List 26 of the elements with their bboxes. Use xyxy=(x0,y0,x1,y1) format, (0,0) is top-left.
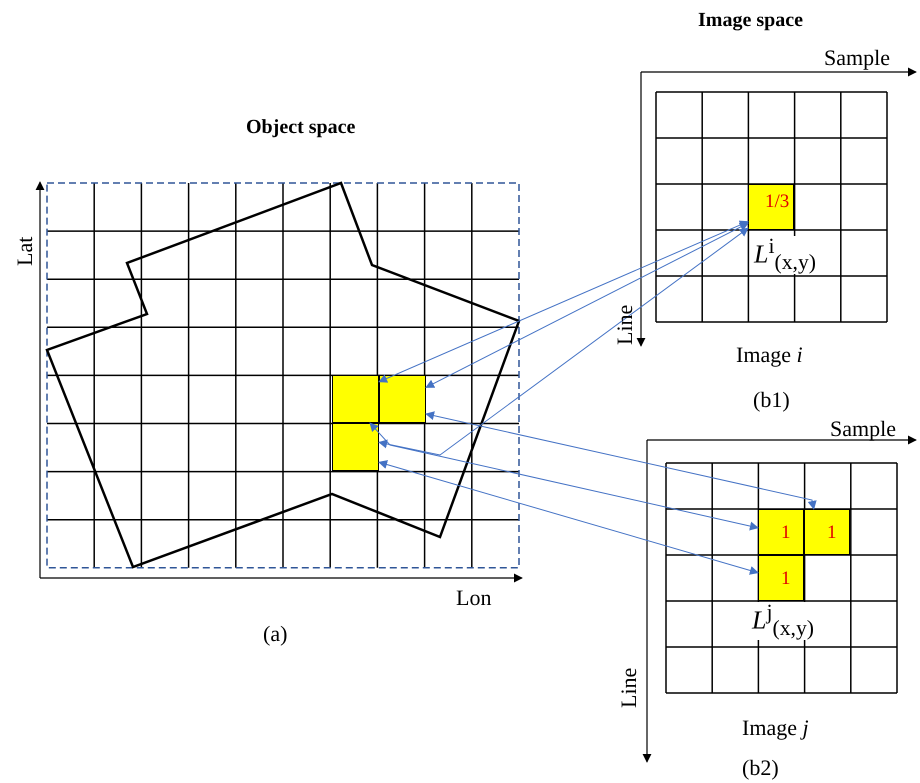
axis-label: Sample xyxy=(824,47,890,69)
connector-arrow xyxy=(378,460,759,575)
connector-arrow xyxy=(378,228,749,456)
highlighted-cell xyxy=(332,423,379,471)
panel-title: Object space xyxy=(246,117,356,137)
subfigure-label: (a) xyxy=(263,623,288,645)
connector-arrow xyxy=(425,411,817,510)
connector-arrow xyxy=(425,222,749,388)
highlighted-cell: 1 xyxy=(804,509,850,555)
axis-label: Line xyxy=(614,304,636,345)
subfigure-label: (b2) xyxy=(742,757,779,779)
axis-label: Line xyxy=(618,668,640,708)
connector-arrow xyxy=(378,220,749,383)
panel-title: Image space xyxy=(698,10,803,30)
axis-label: Sample xyxy=(830,418,896,440)
image-caption: Image j xyxy=(742,717,809,739)
subfigure-label: (b1) xyxy=(753,389,790,411)
image-caption: Image i xyxy=(736,344,803,366)
highlighted-cell: 1/3 xyxy=(748,184,794,230)
highlighted-cell: 1 xyxy=(758,555,804,601)
axis-label: Lat xyxy=(14,236,36,266)
highlighted-cell xyxy=(379,375,426,423)
highlighted-cell xyxy=(332,375,379,423)
highlighted-cell: 1 xyxy=(758,509,804,555)
axis-label: Lon xyxy=(456,587,492,609)
connector-arrow xyxy=(369,422,759,530)
